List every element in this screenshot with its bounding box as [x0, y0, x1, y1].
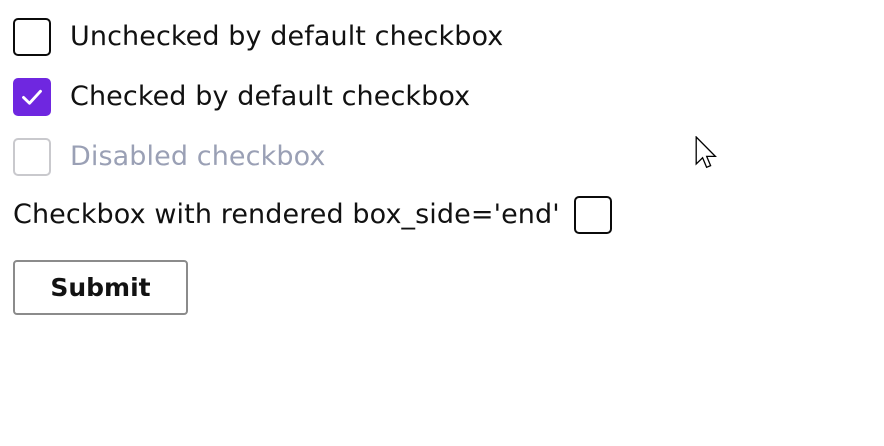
checkbox-row-box-side-end[interactable]: Checkbox with rendered box_side='end': [13, 196, 612, 234]
checkbox-box-checked[interactable]: [13, 78, 51, 116]
checkbox-row-unchecked[interactable]: Unchecked by default checkbox: [13, 18, 503, 56]
checkbox-row-checked[interactable]: Checked by default checkbox: [13, 78, 470, 116]
checkbox-label-disabled: Disabled checkbox: [70, 141, 326, 172]
checkbox-label-box-side-end[interactable]: Checkbox with rendered box_side='end': [13, 199, 560, 230]
checkbox-label-checked[interactable]: Checked by default checkbox: [70, 81, 471, 112]
checkmark-icon: [22, 89, 42, 105]
submit-button[interactable]: Submit: [13, 260, 188, 315]
mouse-cursor-arrow-icon: [695, 136, 717, 169]
checkbox-box-disabled: [13, 138, 51, 176]
checkbox-label-unchecked[interactable]: Unchecked by default checkbox: [70, 21, 504, 52]
checkbox-row-disabled: Disabled checkbox: [13, 138, 325, 176]
checkbox-box-unchecked[interactable]: [13, 18, 51, 56]
checkbox-box-box-side-end[interactable]: [573, 196, 612, 234]
